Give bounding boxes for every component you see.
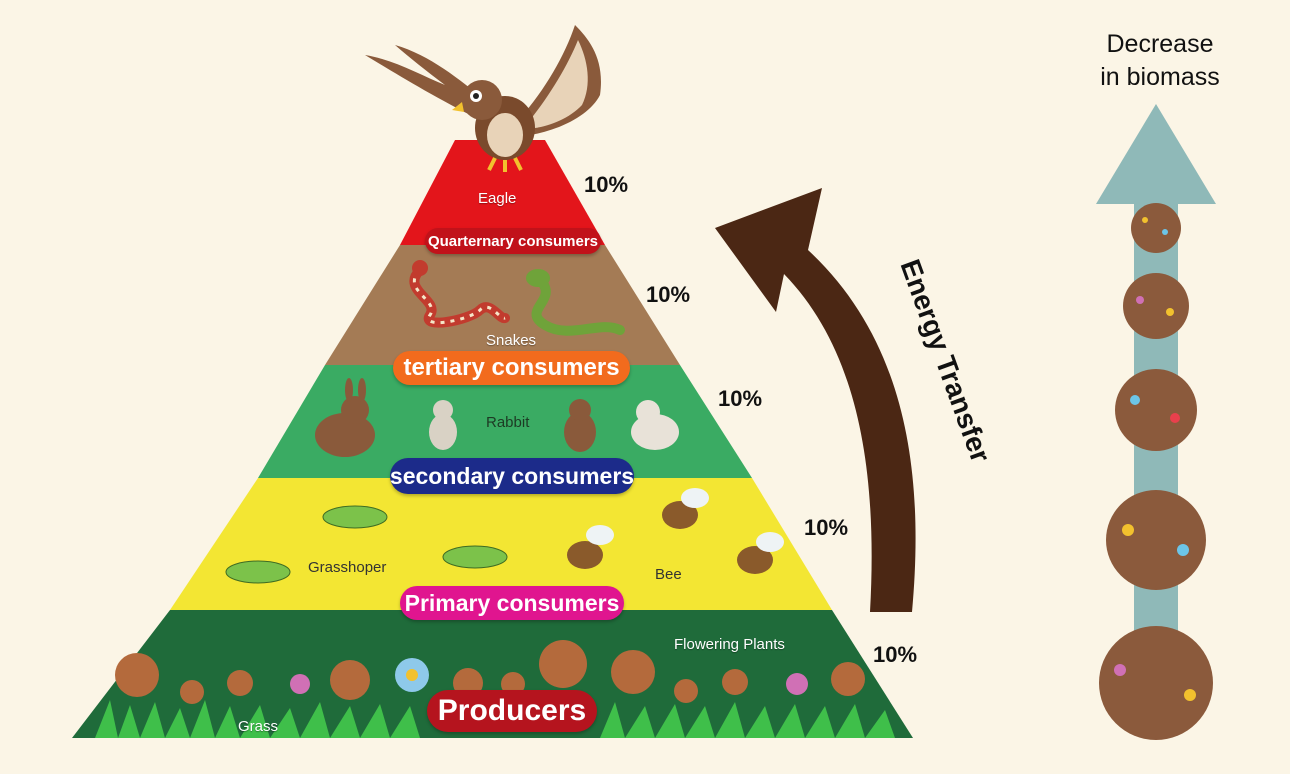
grasshopper-illustrations: [225, 505, 508, 584]
organism-label-grass: Grass: [238, 718, 279, 735]
organism-label-grasshopper: Grasshoper: [308, 559, 387, 576]
bee-illustrations: [567, 488, 784, 574]
organism-label-snakes: Snakes: [486, 332, 537, 349]
pill-secondary-consumers: secondary consumers: [390, 458, 634, 494]
biomass-circle-1: [1131, 203, 1181, 253]
biomass-circle-2: [1123, 273, 1189, 339]
organism-label-flowering-plants: Flowering Plants: [674, 636, 785, 653]
percent-label-3: 10%: [718, 386, 763, 411]
percent-label-2: 10%: [646, 282, 691, 307]
organism-label-eagle: Eagle: [478, 190, 517, 207]
tier-quaternary: [400, 140, 605, 245]
biomass-circles: [1099, 203, 1213, 740]
organism-label-rabbit: Rabbit: [486, 414, 530, 431]
grass-illustration: [95, 700, 895, 738]
pill-tertiary-consumers: tertiary consumers: [393, 351, 630, 385]
tier-producers: [72, 610, 913, 738]
pill-quaternary-consumers: Quarternary consumers: [425, 228, 601, 254]
biomass-circle-3: [1115, 369, 1197, 451]
tier-secondary: [258, 365, 752, 478]
organism-label-bee: Bee: [655, 566, 682, 583]
biomass-title: Decrease in biomass: [1060, 28, 1260, 94]
biomass-circle-5: [1099, 626, 1213, 740]
pill-primary-consumers: Primary consumers: [400, 586, 624, 620]
percent-label-4: 10%: [804, 515, 849, 540]
biomass-title-line1: Decrease: [1106, 30, 1214, 58]
pill-producers: Producers: [427, 690, 597, 732]
snake-red-illustration: [409, 260, 510, 328]
biomass-circle-4: [1106, 490, 1206, 590]
flower-illustrations: [115, 640, 865, 704]
eagle-illustration: [365, 25, 601, 172]
biomass-title-line2: in biomass: [1100, 63, 1220, 91]
rabbit-illustrations: [315, 378, 679, 457]
percent-label-1: 10%: [584, 172, 629, 197]
energy-transfer-arrow: [715, 188, 916, 612]
percent-label-5: 10%: [873, 642, 918, 667]
snake-green-illustration: [526, 269, 625, 336]
